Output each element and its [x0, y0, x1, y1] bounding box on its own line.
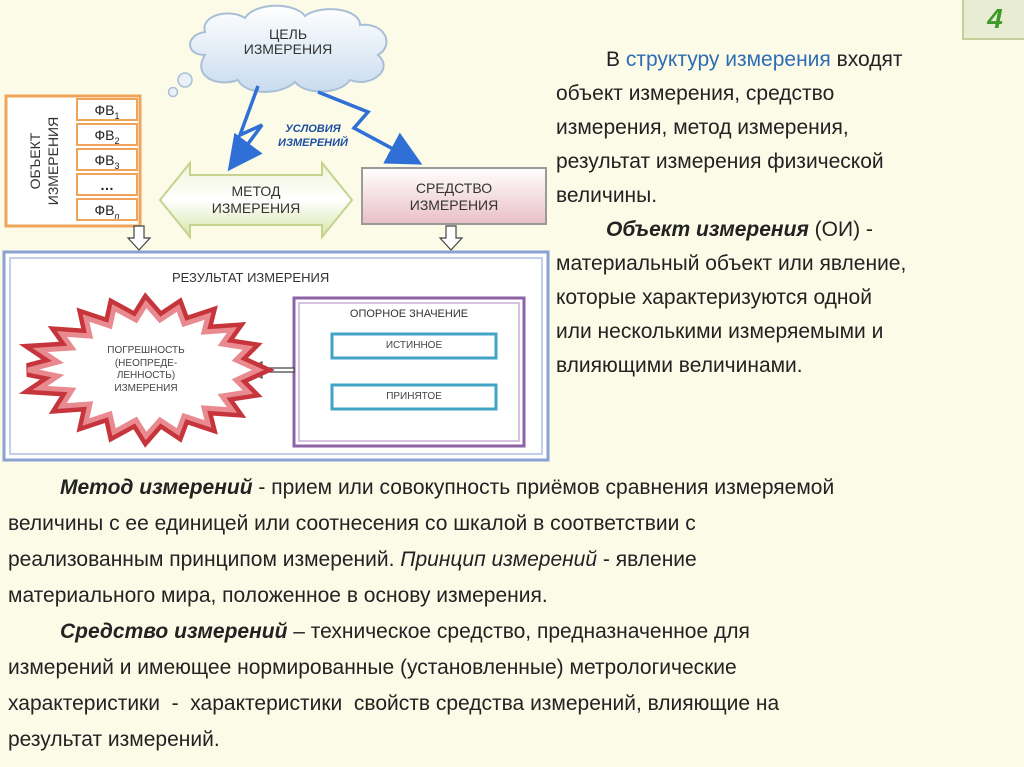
object-label: ОБЪЕКТ ИЗМЕРЕНИЯ [27, 116, 61, 206]
result-title: РЕЗУЛЬТАТ ИЗМЕРЕНИЯ [172, 270, 330, 285]
accepted-value-box [330, 383, 498, 411]
down-arrow-left [126, 225, 152, 251]
down-arrow-right [438, 225, 464, 251]
method-double-arrow [158, 160, 354, 240]
accepted-value-label: ПРИНЯТОЕ [386, 391, 442, 402]
intro-line: В структуру измерения входят [606, 48, 903, 71]
true-value-label: ИСТИННОЕ [385, 340, 443, 351]
slide-number: 4 [962, 0, 1024, 40]
fv-item: … [76, 173, 138, 196]
oi-definition-line: Объект измерения (ОИ) - [606, 218, 873, 241]
method-definition: Метод измерений - прием или совокупность… [60, 476, 835, 499]
reference-box [292, 296, 526, 448]
right-description: В структуру измерения входят объект изме… [556, 43, 966, 383]
conditions-label: УСЛОВИЯ ИЗМЕРЕНИЙ [278, 123, 348, 149]
error-label: ПОГРЕШНОСТЬ (НЕОПРЕДЕ- ЛЕННОСТЬ) ИЗМЕРЕН… [107, 345, 185, 394]
lightning-arrow-left [227, 85, 264, 172]
reference-title: ОПОРНОЕ ЗНАЧЕНИЕ [349, 308, 469, 320]
lightning-arrow-right [317, 90, 423, 165]
instrument-definition: Средство измерений – техническое средств… [60, 620, 750, 643]
fv-item: ФВ1 [76, 98, 138, 121]
instrument-label: СРЕДСТВО ИЗМЕРЕНИЯ [409, 180, 499, 213]
instrument-box [361, 167, 547, 225]
fv-item: ФВ3 [76, 148, 138, 171]
goal-label: ЦЕЛЬ ИЗМЕРЕНИЯ [243, 26, 333, 57]
method-label: МЕТОД ИЗМЕРЕНИЯ [211, 183, 301, 216]
bottom-description: Метод измерений - прием или совокупность… [8, 470, 1018, 758]
fv-item: ФВ2 [76, 123, 138, 146]
fv-item: ФВn [76, 198, 138, 221]
goal-cloud [167, 4, 388, 98]
true-value-box [330, 332, 498, 360]
fv-list: ФВ1 ФВ2 ФВ3 … ФВn [76, 98, 138, 224]
